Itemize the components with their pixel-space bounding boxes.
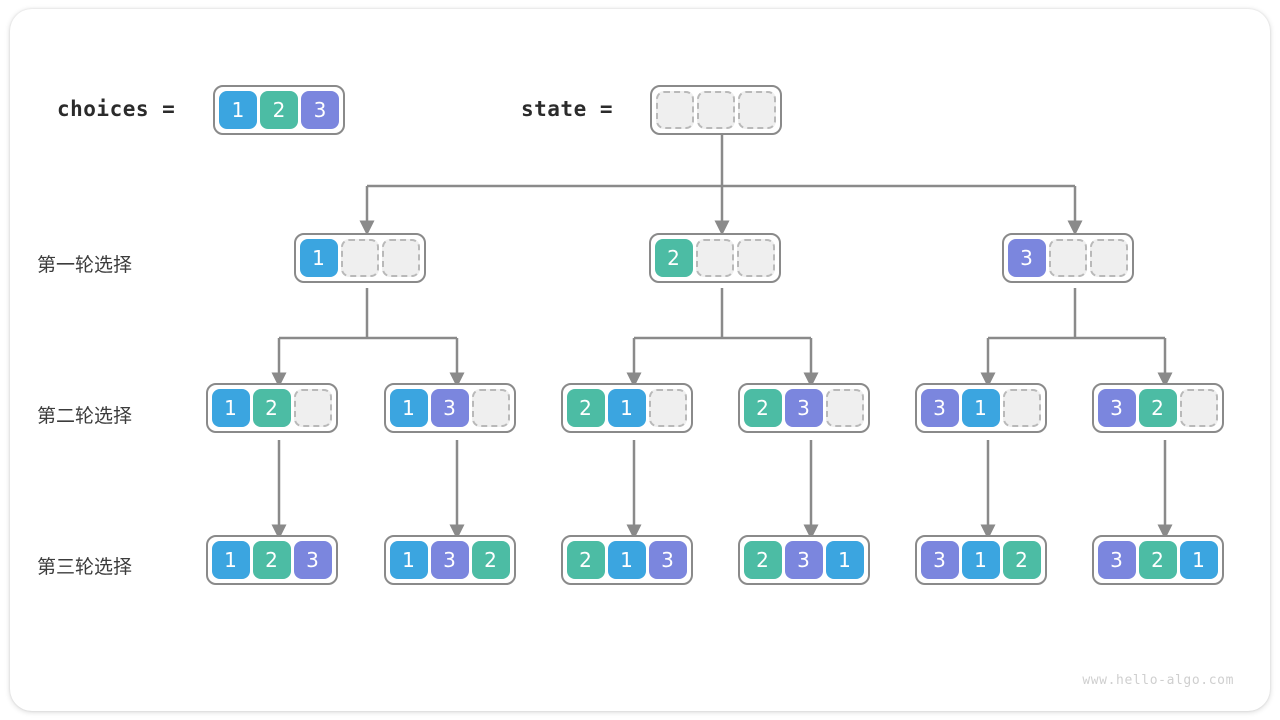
state-node-row1-2: 2 <box>648 233 781 283</box>
node-cell-empty <box>381 239 420 277</box>
node-cell-value: 3 <box>648 541 687 579</box>
node-cell-value: 1 <box>389 541 428 579</box>
node-cell-value: 2 <box>252 389 291 427</box>
node-cell-empty <box>340 239 379 277</box>
node-cell-value: 1 <box>1179 541 1218 579</box>
node-cell-value: 1 <box>961 389 1000 427</box>
node-cell-value: 1 <box>961 541 1000 579</box>
row-label-round-3: 第三轮选择 <box>37 556 133 578</box>
node-cell-empty <box>471 389 510 427</box>
node-cell-empty <box>825 389 864 427</box>
node-cell-value: 3 <box>920 541 959 579</box>
node-cell-empty <box>1089 239 1128 277</box>
node-cell-empty <box>1179 389 1218 427</box>
node-cell-value: 1 <box>211 389 250 427</box>
node-cell-value: 2 <box>252 541 291 579</box>
row-label-round-2: 第二轮选择 <box>37 405 133 427</box>
node-cell-value: 2 <box>743 541 782 579</box>
node-cell-value: 2 <box>1138 541 1177 579</box>
node-cell-empty <box>736 239 775 277</box>
node-cell-value: 2 <box>471 541 510 579</box>
node-cell-value: 3 <box>293 541 332 579</box>
node-cell-empty <box>293 389 332 427</box>
node-cell-empty <box>695 239 734 277</box>
node-cell-value: 3 <box>430 389 469 427</box>
node-cell-value: 1 <box>607 541 646 579</box>
node-cell-value: 1 <box>211 541 250 579</box>
node-cell-value: 3 <box>920 389 959 427</box>
node-cell-value: 2 <box>1002 541 1041 579</box>
node-cell-value: 2 <box>1138 389 1177 427</box>
node-cell-value: 2 <box>566 389 605 427</box>
node-cell-value: 3 <box>1097 541 1136 579</box>
state-node-row1-1: 1 <box>293 233 426 283</box>
node-cell-value: 1 <box>299 239 338 277</box>
node-cell-value: 1 <box>825 541 864 579</box>
state-node-row1-3: 3 <box>1001 233 1134 283</box>
state-cell-empty <box>697 91 735 129</box>
node-cell-value: 3 <box>784 541 823 579</box>
node-cell-value: 2 <box>654 239 693 277</box>
node-cell-value: 3 <box>1097 389 1136 427</box>
node-cell-empty <box>1048 239 1087 277</box>
choices-label: choices = <box>57 97 176 121</box>
choices-cell-value: 1 <box>219 91 257 129</box>
diagram-card <box>10 9 1270 711</box>
state-array <box>650 85 782 135</box>
state-cell-empty <box>656 91 694 129</box>
node-cell-empty <box>648 389 687 427</box>
node-cell-value: 1 <box>607 389 646 427</box>
node-cell-value: 1 <box>389 389 428 427</box>
choices-cell-value: 3 <box>301 91 339 129</box>
node-cell-value: 2 <box>566 541 605 579</box>
node-cell-empty <box>1002 389 1041 427</box>
node-cell-value: 2 <box>743 389 782 427</box>
choices-cell-value: 2 <box>260 91 298 129</box>
node-cell-value: 3 <box>1007 239 1046 277</box>
node-cell-value: 3 <box>430 541 469 579</box>
state-cell-empty <box>738 91 776 129</box>
node-cell-value: 3 <box>784 389 823 427</box>
watermark: www.hello-algo.com <box>1082 673 1234 688</box>
state-label: state = <box>521 97 614 121</box>
row-label-round-1: 第一轮选择 <box>37 254 133 276</box>
